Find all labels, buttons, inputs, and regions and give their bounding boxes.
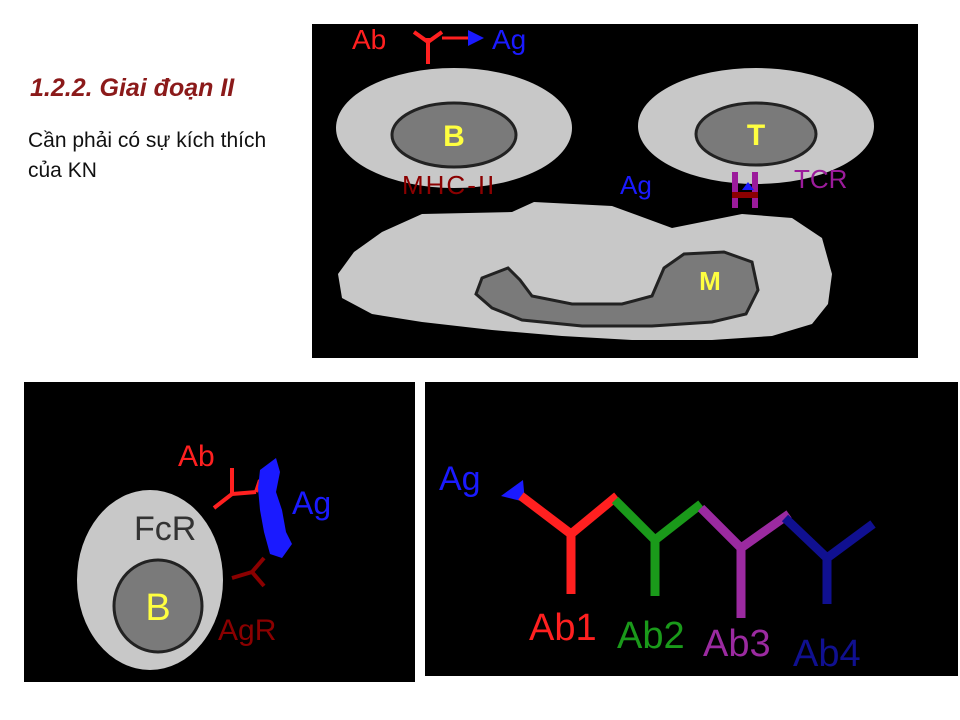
ab3-label: Ab3	[703, 623, 771, 665]
ab4-label: Ab4	[793, 633, 861, 675]
t-cell-label: T	[747, 119, 765, 152]
ab-label-top: Ab	[352, 24, 386, 55]
b-cell-label: B	[443, 120, 465, 153]
t-cell-nucleus	[694, 101, 818, 167]
antigen-triangle-right	[501, 480, 525, 502]
ag-label-mid: Ag	[620, 170, 652, 200]
agr-label: AgR	[218, 614, 276, 647]
ag-label-top: Ag	[492, 24, 526, 55]
ab-label-left: Ab	[178, 440, 215, 473]
antigen-triangle-tcr	[742, 182, 754, 190]
ab4-antibody	[781, 514, 876, 604]
mhc-ii-label: MHC-II	[402, 170, 496, 200]
macrophage-label: M	[699, 266, 721, 296]
b-cell-nucleus-left	[112, 558, 204, 654]
b-cell-label-left: B	[145, 587, 170, 629]
ab2-antibody	[611, 496, 704, 596]
antigen-blob	[258, 458, 292, 558]
ag-label-right: Ag	[439, 460, 481, 498]
slide-title: 1.2.2. Giai đoạn II	[30, 74, 235, 102]
slide-body-text: Cần phải có sự kích thích của KN	[28, 129, 267, 182]
diagram-antibody-chain: Ag Ab1 Ab2 Ab3 Ab4	[425, 382, 958, 676]
antigen-triangle-top	[468, 30, 484, 46]
diagram-b-cell-fcr: B FcR Ab Ag AgR	[24, 382, 415, 682]
ag-label-left: Ag	[292, 485, 331, 521]
b-cell-nucleus	[390, 101, 518, 169]
ab1-antibody	[518, 492, 620, 594]
macrophage-nucleus	[474, 250, 760, 328]
ab1-label: Ab1	[529, 607, 597, 649]
diagram-bt-macrophage: B Ab Ag MHC-II T Ag TCR M	[312, 24, 918, 358]
ab3-antibody	[697, 504, 792, 618]
fcr-label: FcR	[134, 510, 196, 548]
ab2-label: Ab2	[617, 615, 685, 657]
tcr-label: TCR	[794, 164, 847, 194]
